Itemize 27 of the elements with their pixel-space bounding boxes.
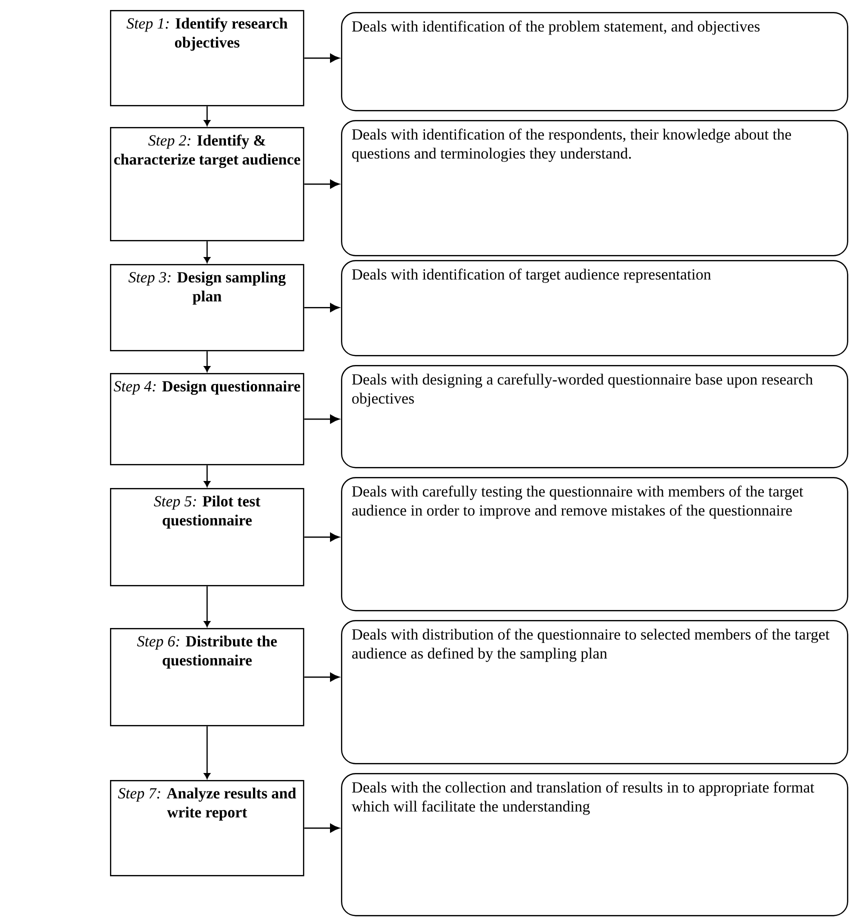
step-box: Step 1: Identify research objectives: [110, 10, 304, 106]
step-box: Step 7: Analyze results and write report: [110, 780, 304, 876]
arrow: [304, 532, 340, 542]
step-box: Step 4: Design questionnaire: [110, 373, 304, 466]
arrow: [204, 351, 210, 372]
arrow: [304, 672, 340, 682]
description-box: Deals with the collection and translation of results in to appropriate format which will facilitate the understanding: [341, 773, 848, 916]
step-box: Step 5: Pilot test questionnaire: [110, 488, 304, 586]
description-box: Deals with identification of target audience representation: [341, 260, 848, 356]
step-box: Step 3: Design sampling plan: [110, 264, 304, 352]
description-box: Deals with identification of the respondents, their knowledge about the questions and terminologies they understand.: [341, 120, 848, 256]
arrow: [204, 106, 210, 126]
step-box: Step 6: Distribute the questionnaire: [110, 628, 304, 726]
description-box: Deals with designing a carefully-worded questionnaire base upon research objectives: [341, 365, 848, 468]
description-box: Deals with carefully testing the questionnaire with members of the target audience in order to improve and remove mistakes of the questionnaire: [341, 477, 848, 612]
arrow: [204, 586, 210, 627]
arrow: [304, 180, 340, 189]
description-box: Deals with distribution of the questionnaire to selected members of the target audience as defined by the sampling plan: [341, 620, 848, 764]
arrow: [304, 303, 340, 312]
arrow: [204, 465, 210, 487]
arrow: [304, 824, 340, 833]
arrow: [204, 241, 210, 263]
arrow: [304, 54, 340, 63]
arrow: [204, 726, 210, 779]
step-box: Step 2: Identify & characterize target audience: [110, 127, 304, 242]
description-box: Deals with identification of the problem statement, and objectives: [341, 12, 848, 112]
arrow: [304, 414, 340, 424]
